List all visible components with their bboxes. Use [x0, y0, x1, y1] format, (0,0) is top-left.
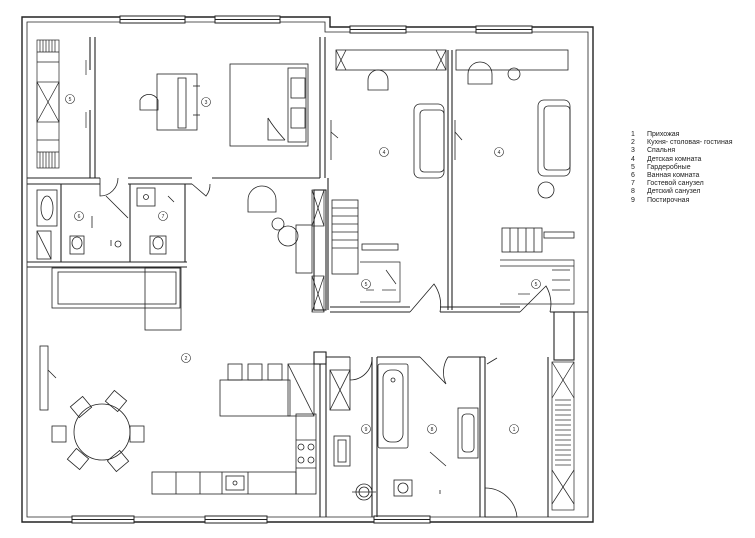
- legend-label: Детский санузел: [647, 188, 701, 196]
- legend-number: 9: [631, 196, 635, 204]
- legend-row: 2 Кухня- столовая- гостиная: [631, 139, 753, 147]
- room-marker-wardrobe-left: 5: [65, 94, 75, 104]
- wardrobe-right-wall: [311, 189, 325, 313]
- svg-text:4: 4: [498, 150, 501, 156]
- legend-number: 2: [631, 139, 635, 147]
- legend-number: 3: [631, 147, 635, 155]
- legend-label: Гардеробные: [647, 163, 691, 171]
- svg-text:8: 8: [431, 427, 434, 433]
- bath-left: [36, 189, 129, 260]
- room-marker-guest-wc: 7: [158, 211, 168, 221]
- kids-room-a: [330, 49, 447, 275]
- legend-label: Постирочная: [647, 196, 690, 204]
- armchair-living: [247, 185, 313, 274]
- svg-text:3: 3: [205, 100, 208, 106]
- legend-number: 7: [631, 180, 635, 188]
- legend-number: 6: [631, 172, 635, 180]
- legend-row: 3 Спальня: [631, 147, 753, 155]
- kids-bath: [377, 363, 479, 497]
- room-marker-bedroom: 3: [201, 97, 211, 107]
- room-marker-kids-room-b: 4: [494, 147, 504, 157]
- room-marker-kids-room-a: 4: [379, 147, 389, 157]
- legend-row: 7 Гостевой санузел: [631, 180, 753, 188]
- svg-text:1: 1: [513, 427, 516, 433]
- room-marker-bath-left: 6: [74, 211, 84, 221]
- dining: [51, 389, 145, 473]
- legend-label: Спальня: [647, 147, 676, 155]
- legend-label: Ванная комната: [647, 172, 700, 180]
- room-marker-laundry: 9: [361, 424, 371, 434]
- room-markers: 5 3 6 7 4 4 5 5 2 9 8 1: [65, 94, 541, 434]
- room-marker-hall: 1: [509, 424, 519, 434]
- legend-row: 8 Детский санузел: [631, 188, 753, 196]
- room-marker-wardrobe-a: 5: [361, 279, 371, 289]
- sofa: [51, 267, 182, 331]
- room-marker-living: 2: [181, 353, 191, 363]
- legend-row: 1 Прихожая: [631, 131, 753, 139]
- svg-text:5: 5: [535, 282, 538, 288]
- wardrobe-left: [36, 39, 87, 169]
- svg-text:2: 2: [185, 356, 188, 362]
- legend-number: 8: [631, 188, 635, 196]
- legend-number: 1: [631, 131, 635, 138]
- legend-label: Гостевой санузел: [647, 180, 704, 188]
- legend-number: 4: [631, 155, 635, 163]
- legend-row: 4 Детская комната: [631, 156, 753, 164]
- hall-wardrobe: [551, 361, 575, 511]
- windows: [71, 15, 533, 524]
- legend-label: Кухня- столовая- гостиная: [647, 139, 733, 147]
- tv-living: [39, 345, 57, 411]
- legend-label: Прихожая: [647, 131, 680, 138]
- room-marker-kids-bath: 8: [427, 424, 437, 434]
- legend-row: 9 Постирочная: [631, 197, 753, 205]
- laundry: [329, 369, 376, 501]
- kids-room-b: [454, 49, 575, 253]
- svg-text:5: 5: [365, 282, 368, 288]
- legend-label: Детская комната: [647, 155, 702, 163]
- guest-wc: [136, 187, 175, 255]
- interior-walls: [27, 37, 588, 517]
- svg-text:7: 7: [162, 214, 165, 220]
- room-legend: 1 Прихожая 2 Кухня- столовая- гостиная 3 Сп…: [631, 131, 753, 205]
- svg-text:4: 4: [383, 150, 386, 156]
- doors: [99, 177, 552, 518]
- bedroom: [139, 63, 309, 147]
- svg-text:5: 5: [69, 97, 72, 103]
- kitchen: [151, 363, 317, 495]
- svg-text:6: 6: [78, 214, 81, 220]
- wardrobe-b: [500, 259, 575, 305]
- legend-row: 5 Гардеробные: [631, 164, 753, 172]
- legend-row: 6 Ванная комната: [631, 172, 753, 180]
- room-marker-wardrobe-b: 5: [531, 279, 541, 289]
- legend-number: 5: [631, 163, 635, 171]
- wardrobe-a: [360, 261, 401, 303]
- svg-text:9: 9: [365, 427, 368, 433]
- outer-walls: [21, 16, 594, 523]
